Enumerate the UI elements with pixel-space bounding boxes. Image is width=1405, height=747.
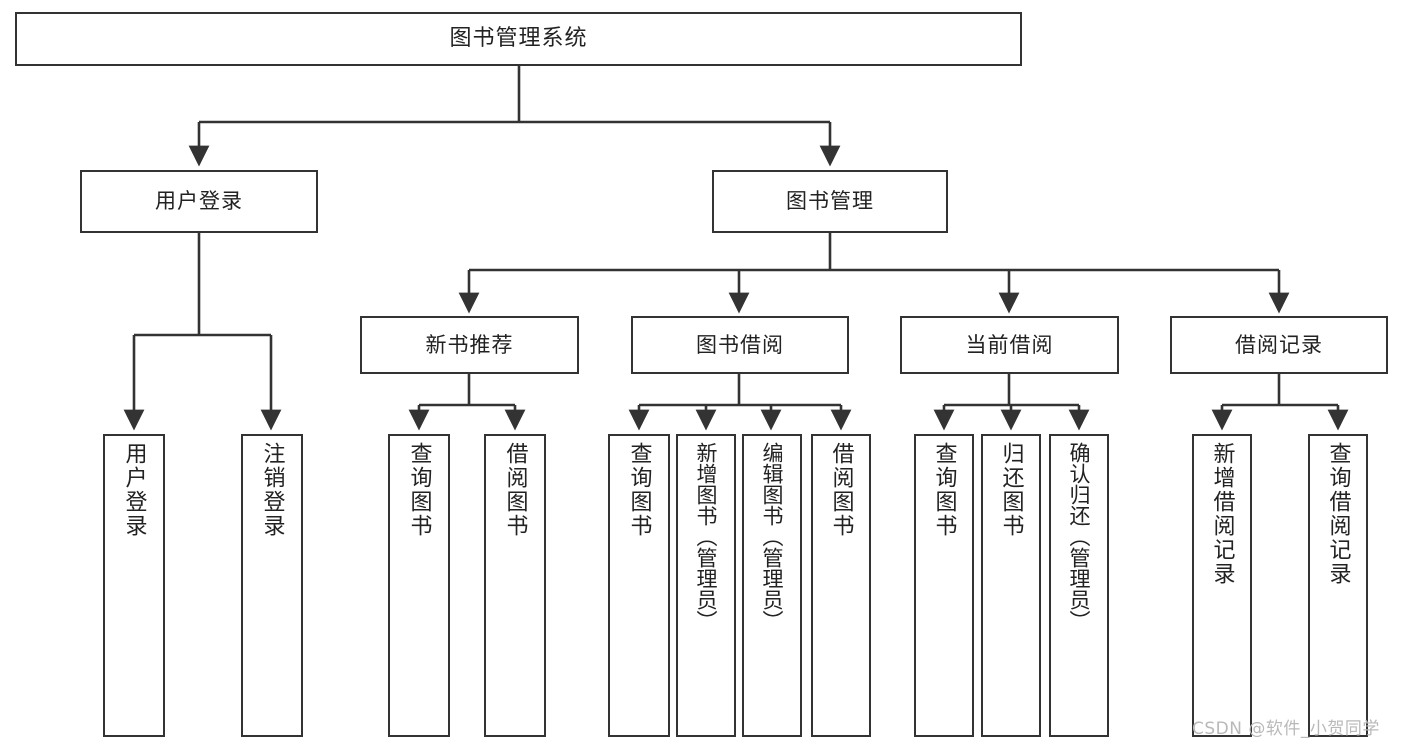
leaf-current-borrow-return[interactable]: 归还图书: [981, 434, 1041, 737]
node-label: 编辑图书（管理员）: [760, 442, 785, 631]
node-label: 图书借阅: [696, 332, 784, 357]
node-book-borrow[interactable]: 图书借阅: [631, 316, 849, 374]
node-label: 确认归还（管理员）: [1067, 442, 1092, 631]
node-label: 借阅图书: [828, 442, 854, 538]
node-label: 新增借阅记录: [1209, 442, 1235, 586]
leaf-book-borrow-add[interactable]: 新增图书（管理员）: [676, 434, 736, 737]
leaf-borrow-record-add[interactable]: 新增借阅记录: [1192, 434, 1252, 737]
node-label: 图书管理: [786, 189, 874, 214]
node-user-login[interactable]: 用户登录: [80, 170, 318, 233]
node-current-borrow[interactable]: 当前借阅: [900, 316, 1119, 374]
node-label: 新书推荐: [425, 332, 514, 357]
leaf-new-book-borrow[interactable]: 借阅图书: [484, 434, 546, 737]
node-root-system[interactable]: 图书管理系统: [15, 12, 1022, 66]
leaf-user-login-login[interactable]: 用户登录: [103, 434, 165, 737]
leaf-book-borrow-edit[interactable]: 编辑图书（管理员）: [742, 434, 802, 737]
node-label: 当前借阅: [965, 332, 1054, 357]
node-label: 查询图书: [406, 442, 432, 538]
node-label: 用户登录: [155, 189, 243, 214]
node-label: 查询借阅记录: [1325, 442, 1351, 586]
leaf-new-book-query[interactable]: 查询图书: [388, 434, 450, 737]
node-label: 借阅图书: [502, 442, 528, 538]
leaf-book-borrow-borrow[interactable]: 借阅图书: [811, 434, 871, 737]
node-label: 借阅记录: [1235, 332, 1323, 357]
node-new-book-recommend[interactable]: 新书推荐: [360, 316, 579, 374]
node-label: 归还图书: [998, 442, 1024, 538]
node-label: 图书管理系统: [449, 26, 588, 52]
node-label: 新增图书（管理员）: [694, 442, 719, 631]
node-label: 注销登录: [259, 442, 285, 538]
leaf-user-login-logout[interactable]: 注销登录: [241, 434, 303, 737]
node-book-management[interactable]: 图书管理: [712, 170, 948, 233]
leaf-borrow-record-query[interactable]: 查询借阅记录: [1308, 434, 1368, 737]
csdn-watermark: CSDN @软件_小贺同学: [1192, 719, 1380, 739]
node-label: 查询图书: [931, 442, 957, 538]
leaf-book-borrow-query[interactable]: 查询图书: [608, 434, 670, 737]
leaf-current-borrow-query[interactable]: 查询图书: [914, 434, 974, 737]
node-label: 查询图书: [626, 442, 652, 538]
node-borrow-record[interactable]: 借阅记录: [1170, 316, 1388, 374]
leaf-current-borrow-confirm[interactable]: 确认归还（管理员）: [1049, 434, 1109, 737]
node-label: 用户登录: [121, 442, 147, 538]
